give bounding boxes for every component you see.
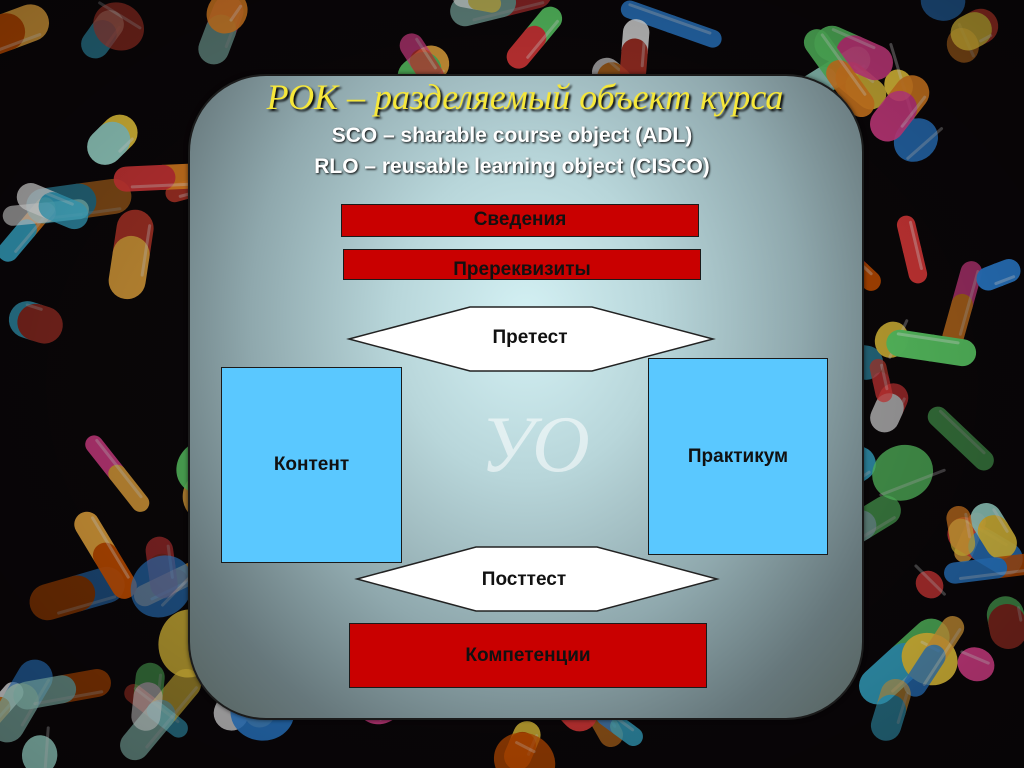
content-block: Контент xyxy=(221,367,402,563)
pretest-label: Претест xyxy=(492,327,568,348)
info-block: Сведения xyxy=(341,204,699,237)
posttest-label: Посттест xyxy=(481,569,567,590)
subtitle-rlo: RLO – reusable learning object (CISCO) xyxy=(314,155,710,178)
pretest-diamond-shape xyxy=(346,306,716,372)
uo-watermark-text: УО xyxy=(480,401,590,489)
subtitle-sco: SCO – sharable course object (ADL) xyxy=(331,124,693,147)
slide-title: РОК – разделяемый объект курса xyxy=(266,77,784,117)
practicum-block: Практикум xyxy=(648,358,828,555)
posttest-diamond-shape xyxy=(354,546,720,612)
competencies-block: Компетенции xyxy=(349,623,707,688)
prerequisites-block: Пререквизиты xyxy=(343,249,701,280)
